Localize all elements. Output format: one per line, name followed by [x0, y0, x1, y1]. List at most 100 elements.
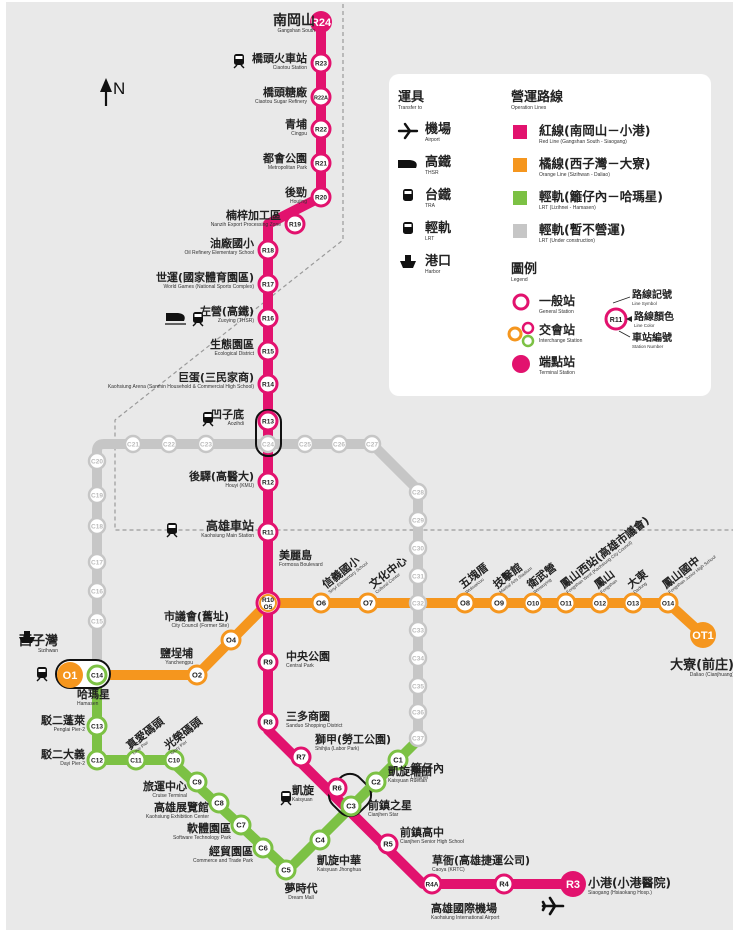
station-c14[interactable]: C14: [86, 664, 108, 686]
station-c37[interactable]: C37: [408, 728, 428, 748]
station-o14[interactable]: O14: [657, 592, 679, 614]
station-o4[interactable]: O4: [220, 629, 242, 651]
station-c8[interactable]: C8: [208, 792, 230, 814]
station-c21[interactable]: C21: [123, 434, 143, 454]
station-r8[interactable]: R8: [257, 711, 279, 733]
station-r7[interactable]: R7: [290, 746, 312, 768]
future-station-marker: [87, 552, 107, 572]
legend-line-swatch: [513, 224, 527, 238]
station-c2[interactable]: C2: [365, 771, 387, 793]
station-code: R23: [315, 61, 327, 68]
station-o10[interactable]: O10: [522, 592, 544, 614]
station-c29[interactable]: C29: [408, 510, 428, 530]
station-r11[interactable]: R11: [257, 521, 279, 543]
station-c11[interactable]: C11: [125, 749, 147, 771]
station-code: C29: [412, 518, 424, 525]
station-r3[interactable]: R3: [560, 871, 586, 897]
legend-interchange-green: [521, 334, 535, 348]
station-o8[interactable]: O8: [454, 592, 476, 614]
station-o6[interactable]: O6: [310, 592, 332, 614]
station-c9[interactable]: C9: [186, 771, 208, 793]
station-r18[interactable]: R18: [257, 239, 279, 261]
station-r9[interactable]: R9: [257, 651, 279, 673]
station-r16[interactable]: R16: [257, 307, 279, 329]
station-c6[interactable]: C6: [252, 837, 274, 859]
station-c15[interactable]: C15: [87, 611, 107, 631]
future-station-marker: [408, 620, 428, 640]
station-r12[interactable]: R12: [257, 471, 279, 493]
future-station-marker: [123, 434, 143, 454]
station-c19[interactable]: C19: [87, 485, 107, 505]
future-station-marker: [87, 451, 107, 471]
station-o1[interactable]: O1: [57, 662, 83, 688]
station-code: C22: [163, 442, 175, 449]
station-r22a[interactable]: R22A: [310, 86, 332, 108]
station-c4[interactable]: C4: [309, 829, 331, 851]
station-c17[interactable]: C17: [87, 552, 107, 572]
station-c20[interactable]: C20: [87, 451, 107, 471]
station-code: R7: [296, 753, 306, 762]
station-r6[interactable]: R6: [326, 777, 348, 799]
station-code: C9: [192, 778, 202, 787]
station-label-r16: 左營(高鐵)Zuoying (THSR): [199, 304, 254, 324]
station-c33[interactable]: C33: [408, 620, 428, 640]
station-c16[interactable]: C16: [87, 581, 107, 601]
station-c25[interactable]: C25: [295, 434, 315, 454]
station-name-en: Daliao (Cianjhuang): [690, 672, 733, 678]
station-marker: [257, 651, 279, 673]
station-code: C6: [258, 844, 268, 853]
station-marker: [208, 792, 230, 814]
station-c18[interactable]: C18: [87, 516, 107, 536]
station-r22[interactable]: R22: [310, 118, 332, 140]
station-c36[interactable]: C36: [408, 702, 428, 722]
station-c12[interactable]: C12: [86, 749, 108, 771]
station-o7[interactable]: O7: [357, 592, 379, 614]
station-c26[interactable]: C26: [329, 434, 349, 454]
lrt-tram-icon: [403, 222, 413, 234]
station-c27[interactable]: C27: [362, 434, 382, 454]
station-c32[interactable]: C32: [408, 593, 428, 613]
station-c31[interactable]: C31: [408, 566, 428, 586]
station-marker: [125, 749, 147, 771]
station-c1[interactable]: C1: [387, 749, 409, 771]
station-r20[interactable]: R20: [310, 186, 332, 208]
station-c28[interactable]: C28: [408, 482, 428, 502]
station-c7[interactable]: C7: [230, 814, 252, 836]
station-c34[interactable]: C34: [408, 648, 428, 668]
station-name: 巨蛋(三民家商): [178, 370, 254, 384]
station-r14[interactable]: R14: [257, 373, 279, 395]
station-o2[interactable]: O2: [186, 664, 208, 686]
station-r4a[interactable]: R4A: [421, 873, 443, 895]
station-o13[interactable]: O13: [622, 592, 644, 614]
station-c5[interactable]: C5: [275, 859, 297, 881]
station-marker: [257, 373, 279, 395]
station-r5[interactable]: R5: [377, 833, 399, 855]
station-c3[interactable]: C3: [340, 795, 362, 817]
station-o9[interactable]: O9: [488, 592, 510, 614]
station-r19[interactable]: R19: [284, 213, 306, 235]
station-r24[interactable]: R24: [310, 11, 332, 33]
station-c35[interactable]: C35: [408, 676, 428, 696]
station-ot1[interactable]: OT1: [690, 622, 716, 648]
station-r21[interactable]: R21: [310, 152, 332, 174]
station-r15[interactable]: R15: [257, 340, 279, 362]
station-o12[interactable]: O12: [589, 592, 611, 614]
station-c30[interactable]: C30: [408, 538, 428, 558]
station-c10[interactable]: C10: [163, 749, 185, 771]
station-r23[interactable]: R23: [310, 52, 332, 74]
station-c23[interactable]: C23: [196, 434, 216, 454]
station-c24[interactable]: C24: [258, 434, 278, 454]
station-r17[interactable]: R17: [257, 273, 279, 295]
station-r4[interactable]: R4: [493, 873, 515, 895]
station-c13[interactable]: C13: [86, 715, 108, 737]
station-c22[interactable]: C22: [159, 434, 179, 454]
station-code: C36: [412, 710, 424, 717]
station-r13[interactable]: R13: [257, 410, 279, 432]
station-o11[interactable]: O11: [555, 592, 577, 614]
station-code: R5: [383, 840, 393, 849]
